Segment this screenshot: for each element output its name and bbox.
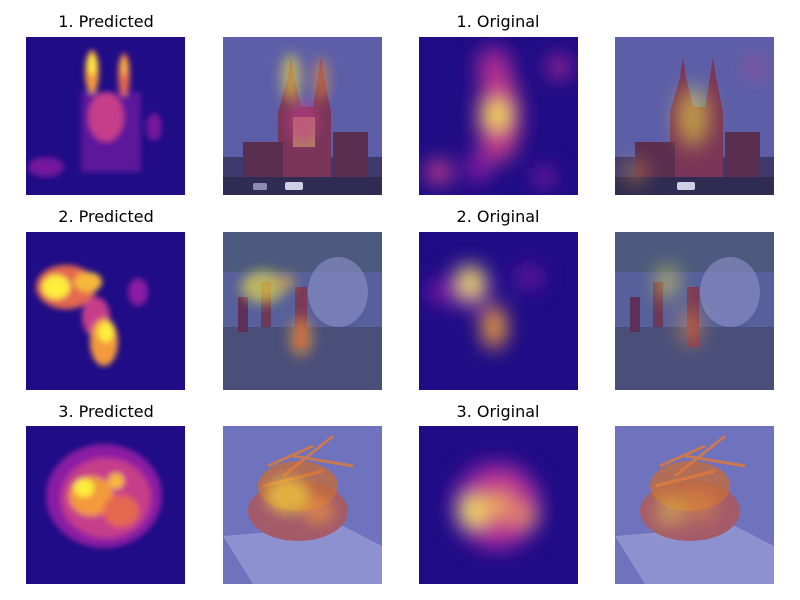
row-2-original-overlay-photo (615, 232, 774, 390)
row-1-original-heatmap (419, 37, 578, 195)
row-2-original-heatmap (419, 232, 578, 390)
row-3-original-title: 3. Original (456, 402, 540, 421)
row-1-predicted-overlay-photo (223, 37, 382, 195)
row-1-original-title: 1. Original (456, 12, 540, 31)
row-2-predicted-title: 2. Predicted (58, 207, 154, 226)
row-1-original-overlay-photo (615, 37, 774, 195)
row-2-predicted-overlay-photo (223, 232, 382, 390)
row-3-original-heatmap (419, 426, 578, 584)
row-3-original-overlay-photo (615, 426, 774, 584)
row-3-predicted-title: 3. Predicted (58, 402, 154, 421)
row-3-predicted-heatmap (26, 426, 185, 584)
row-1-predicted-heatmap (26, 37, 185, 195)
row-1-predicted-title: 1. Predicted (58, 12, 154, 31)
row-2-original-title: 2. Original (456, 207, 540, 226)
row-2-predicted-heatmap (26, 232, 185, 390)
row-3-predicted-overlay-photo (223, 426, 382, 584)
